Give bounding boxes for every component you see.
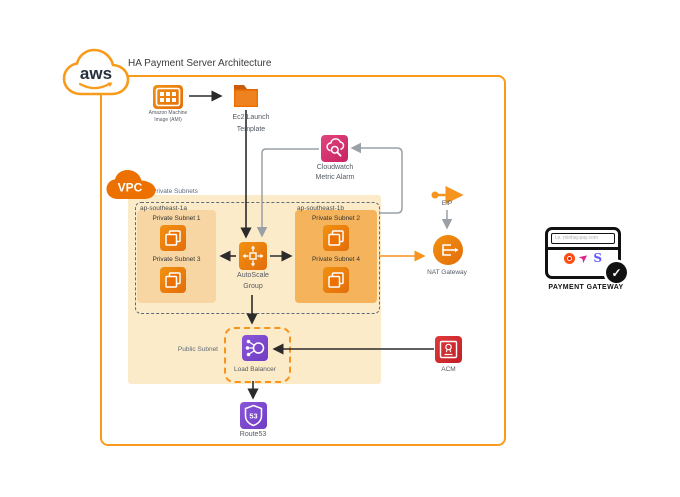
cloudwatch-label-2: Metric Alarm: [315, 174, 355, 181]
autoscale-label-2: Group: [243, 283, 263, 290]
verified-check-icon: ✓: [606, 262, 627, 283]
ec2-instance-icon: [323, 225, 349, 251]
eip-label: EIP: [441, 200, 453, 207]
acm-label: ACM: [441, 366, 456, 373]
aws-boundary-box: [100, 75, 506, 446]
vpc-label: VPC: [118, 181, 143, 195]
subnet-1-label: Private Subnet 1: [152, 215, 201, 222]
ec2-instance-icon: [160, 267, 186, 293]
public-subnet-label: Public Subnet: [177, 346, 218, 353]
subnet-2-label: Private Subnet 2: [311, 215, 361, 222]
az-b-label: ap-southeast-1b: [297, 204, 344, 212]
payment-gateway-label: PAYMENT GATEWAY: [548, 284, 624, 291]
ec2-launch-template-icon: [232, 82, 260, 109]
autoscale-icon: [239, 242, 267, 270]
aws-wordmark: aws: [80, 64, 112, 83]
ami-label-1: Amazon Machine: [148, 110, 188, 116]
private-subnets-label: Private Subnets: [152, 188, 198, 195]
route53-icon: 53: [240, 402, 267, 429]
ec2-instance-icon: [160, 225, 186, 251]
cloudwatch-label-1: Cloudwatch: [316, 164, 354, 171]
stripe-s-logo: S: [593, 251, 603, 265]
page-title: HA Payment Server Architecture: [128, 58, 272, 69]
payment-gateway-logos: ➤ S: [548, 251, 618, 265]
payment-gateway-url: i.e. minhaj-pay.com: [551, 233, 615, 244]
cloudwatch-icon: [321, 135, 348, 162]
ami-label-2: Image (AMI): [154, 116, 182, 123]
aws-cloud-icon: aws: [60, 46, 132, 106]
ec2-instance-icon: [323, 267, 349, 293]
autoscale-label-1: AutoScale: [237, 272, 269, 279]
az-a-label: ap-southeast-1a: [140, 204, 187, 212]
template-label-2: Template: [236, 126, 266, 133]
payment-gateway-header: i.e. minhaj-pay.com: [548, 230, 618, 250]
ami-icon: [153, 85, 183, 109]
public-subnet-box: [224, 327, 291, 383]
route53-label: Route53: [239, 431, 267, 438]
load-balancer-label: Load Balancer: [234, 366, 276, 373]
vpc-cloud-icon: VPC: [104, 167, 158, 203]
subnet-4-label: Private Subnet 4: [311, 256, 361, 263]
acm-icon: [435, 336, 462, 363]
payment-gateway-card: i.e. minhaj-pay.com ➤ S ✓: [545, 227, 627, 283]
pink-bird-pay-logo: ➤: [577, 251, 591, 265]
load-balancer-icon: [242, 335, 268, 361]
route53-badge: 53: [249, 412, 257, 421]
subnet-3-label: Private Subnet 3: [152, 256, 201, 263]
template-label-1: Ec2 Launch: [232, 114, 270, 121]
orange-ring-pay-logo: [563, 252, 575, 264]
nat-gateway-label: NAT Gateway: [427, 269, 467, 276]
nat-gateway-icon: [433, 235, 463, 265]
